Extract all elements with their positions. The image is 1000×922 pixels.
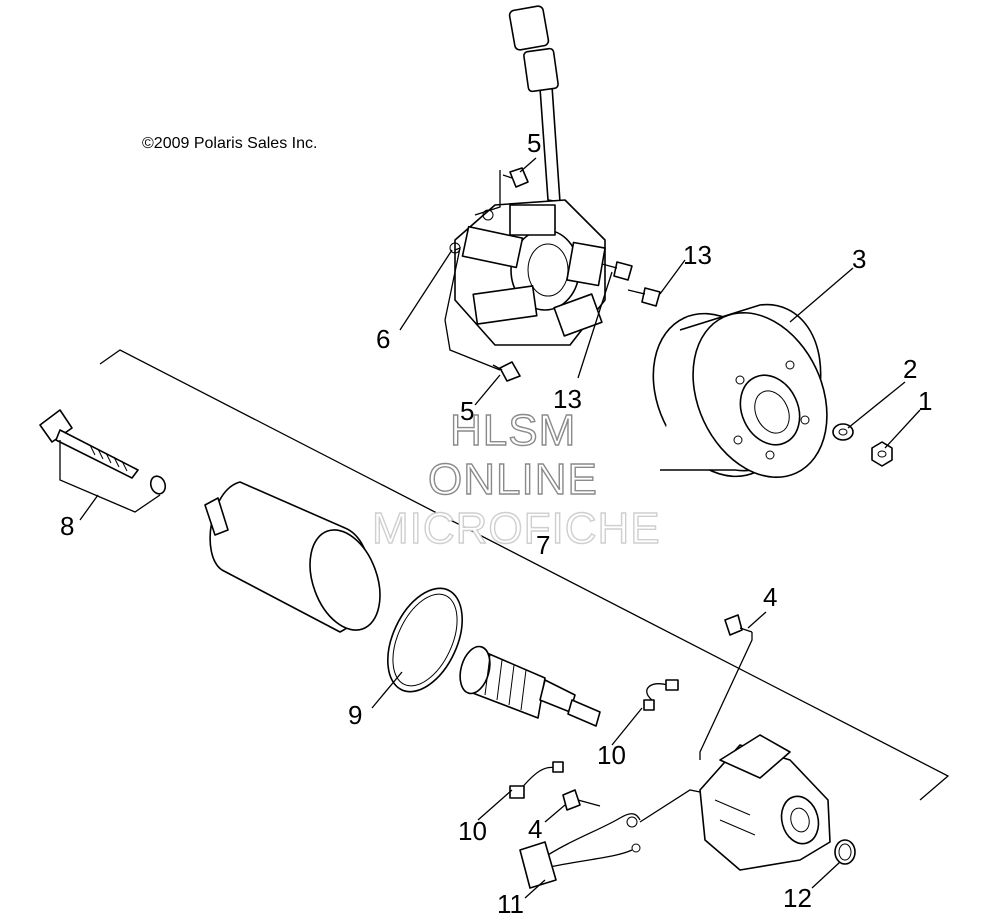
callout-13-upper: 13	[683, 240, 712, 270]
callout-2: 2	[903, 354, 917, 384]
stator-assembly	[449, 5, 606, 346]
callout-9: 9	[348, 700, 362, 730]
bolt-5-lower	[492, 361, 521, 382]
callout-1: 1	[918, 386, 932, 416]
nut-1	[871, 441, 893, 467]
brush-wire-10-upper	[643, 679, 679, 711]
callout-12: 12	[783, 883, 812, 913]
callout-3: 3	[852, 244, 866, 274]
copyright-text: ©2009 Polaris Sales Inc.	[142, 135, 317, 152]
callout-5-lower: 5	[460, 396, 474, 426]
callout-13-lower: 13	[553, 384, 582, 414]
watermark-line-2: ONLINE	[428, 455, 598, 504]
callout-4-upper: 4	[763, 582, 777, 612]
callout-11: 11	[497, 889, 524, 919]
watermark-line-1: HLSM	[450, 406, 576, 455]
starter-bolt-8	[39, 409, 139, 479]
watermark: HLSM ONLINE MICROFICHE	[371, 405, 661, 553]
armature	[459, 645, 601, 727]
callout-5-upper: 5	[527, 128, 541, 158]
bolt-5-upper	[502, 167, 529, 188]
callout-10-lower: 10	[458, 816, 487, 846]
callout-7: 7	[536, 530, 550, 560]
flywheel	[652, 303, 828, 479]
brush-wire-10-lower	[509, 761, 564, 799]
callout-6: 6	[376, 324, 390, 354]
bolt-13-lower	[601, 261, 633, 281]
leader-lines	[79, 157, 921, 899]
brush-holder-11	[519, 813, 641, 889]
screw-4-lower	[562, 789, 601, 811]
screw-4-upper	[724, 614, 753, 636]
callout-4-lower: 4	[528, 814, 542, 844]
washer-8	[149, 475, 167, 495]
end-cover	[699, 734, 831, 871]
o-ring-9	[387, 587, 463, 693]
callout-8: 8	[60, 511, 74, 541]
group-7-outline	[99, 349, 950, 801]
washer-12	[834, 839, 856, 865]
callout-10-upper: 10	[597, 740, 626, 770]
starter-housing	[204, 481, 381, 633]
bolt-13-upper	[627, 287, 661, 307]
watermark-line-3: MICROFICHE	[372, 504, 661, 553]
